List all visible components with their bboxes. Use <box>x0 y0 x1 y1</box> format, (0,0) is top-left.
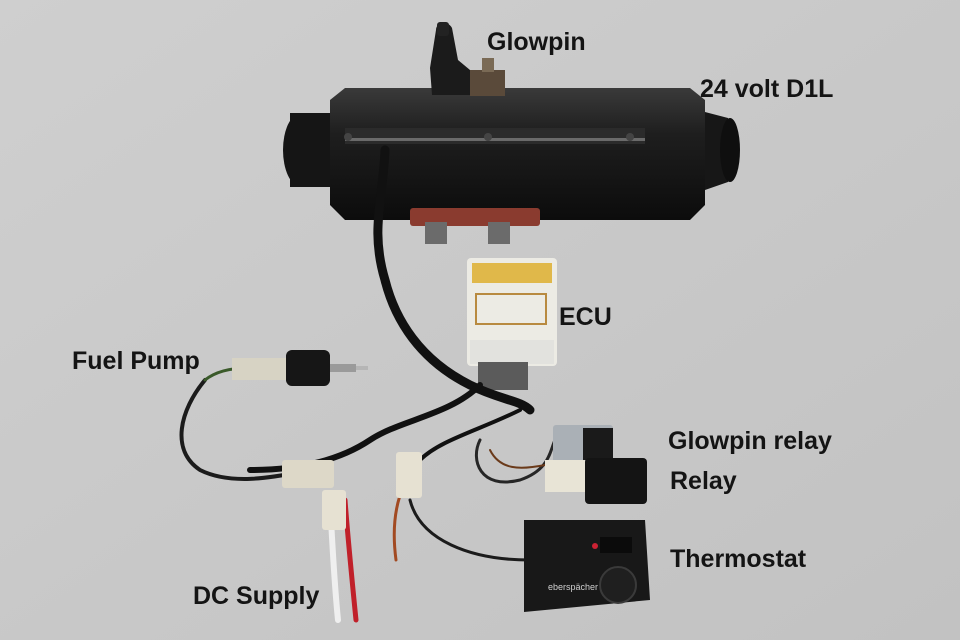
dc-connector <box>322 490 346 530</box>
heater-body-icon <box>283 88 740 220</box>
inline-connector <box>282 460 334 488</box>
fuel-connector-icon <box>410 208 540 244</box>
label-glowpin-relay: Glowpin relay <box>668 427 832 455</box>
label-relay: Relay <box>670 467 737 495</box>
thermostat-connector <box>396 452 422 498</box>
label-dc-supply: DC Supply <box>193 582 320 610</box>
label-thermostat: Thermostat <box>670 545 807 573</box>
label-glowpin: Glowpin <box>487 28 586 56</box>
ecu-module-icon <box>467 258 557 390</box>
glowpin-plug-icon <box>430 22 505 96</box>
thermostat-brand: eberspächer <box>548 582 598 592</box>
label-heater-model: 24 volt D1L <box>700 75 834 103</box>
label-fuel-pump: Fuel Pump <box>72 347 200 375</box>
relay-icon <box>545 425 647 504</box>
label-ecu: ECU <box>559 303 612 331</box>
thermostat-icon: eberspächer <box>524 520 650 612</box>
fuel-pump-icon <box>232 350 368 386</box>
